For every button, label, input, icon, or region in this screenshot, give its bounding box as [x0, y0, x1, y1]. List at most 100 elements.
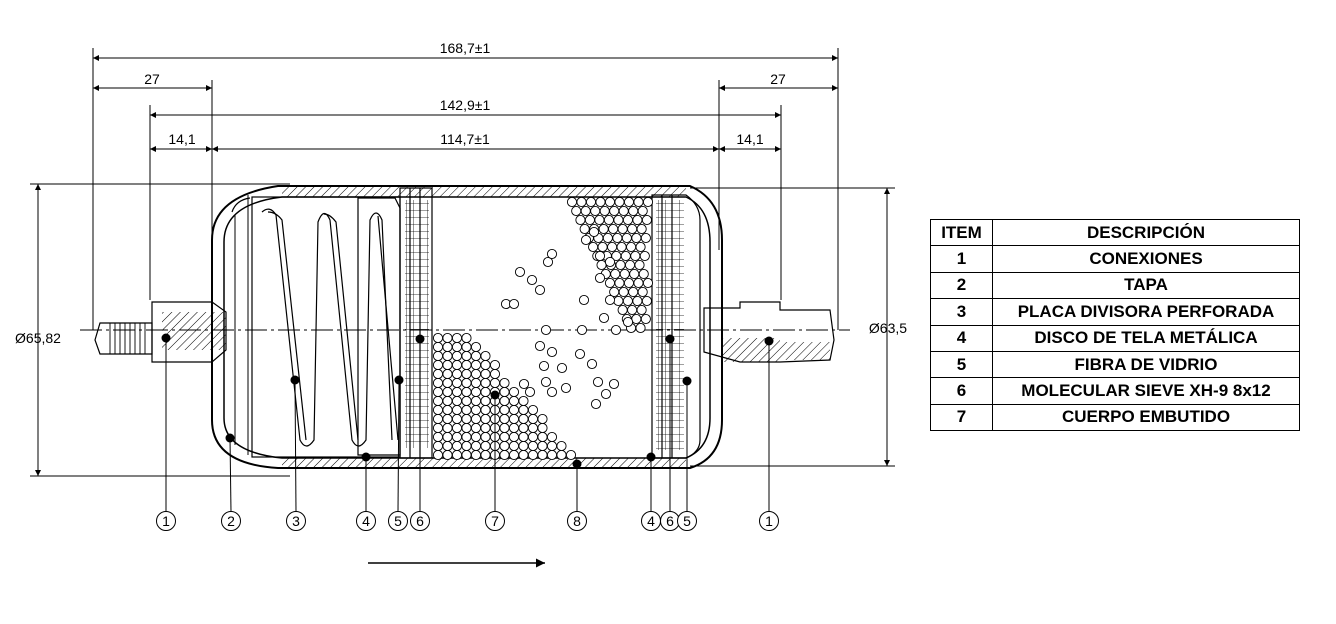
sieve-bead	[580, 234, 592, 246]
sieve-bead	[624, 259, 636, 271]
sieve-bead	[526, 274, 538, 286]
sieve-bead	[461, 395, 472, 407]
sieve-bead	[470, 350, 482, 362]
sieve-bead	[470, 341, 482, 353]
callout-circle	[759, 511, 779, 531]
sieve-bead	[451, 413, 463, 425]
dim-right-connection: 27	[770, 71, 786, 87]
sieve-bead	[635, 241, 646, 253]
sieve-bead	[578, 294, 590, 306]
sieve-bead	[580, 205, 591, 217]
leader-dot	[225, 433, 235, 443]
sieve-bead	[576, 196, 587, 208]
sieve-bead	[470, 377, 482, 389]
sieve-bead	[518, 378, 530, 390]
sieve-bead	[637, 205, 648, 217]
sieve-bead	[618, 205, 629, 217]
sieve-bead	[432, 359, 444, 371]
dim-right-offset: 14,1	[736, 131, 763, 147]
leader-dot	[665, 334, 675, 344]
sieve-bead	[585, 196, 597, 208]
sieve-bead	[627, 223, 638, 235]
sieve-bead	[574, 348, 586, 360]
sieve-bead	[480, 368, 491, 380]
row-desc: FIBRA DE VIDRIO	[992, 350, 1300, 379]
sieve-bead	[432, 431, 444, 443]
sieve-bead	[641, 295, 652, 307]
row-item: 2	[930, 271, 993, 300]
callout: 6	[660, 511, 680, 531]
sieve-bead	[432, 368, 444, 380]
sieve-bead	[461, 341, 472, 353]
sieve-bead	[518, 431, 529, 443]
sieve-bead	[620, 250, 631, 262]
sieve-bead	[432, 449, 444, 461]
sieve-bead	[603, 214, 614, 226]
sieve-bead	[432, 404, 444, 416]
sieve-bead	[508, 449, 520, 461]
callout-number: 6	[666, 513, 674, 529]
callout: 7	[485, 511, 505, 531]
sieve-bead	[571, 205, 582, 217]
sieve-bead	[518, 395, 529, 407]
sieve-bead	[451, 341, 463, 353]
sieve-bead	[576, 324, 588, 336]
sieve-bead	[623, 277, 635, 289]
sieve-bead	[461, 440, 472, 452]
sieve-bead	[442, 431, 453, 443]
sieve-bead	[461, 386, 472, 398]
sieve-bead	[590, 205, 601, 217]
sieve-bead	[626, 241, 637, 253]
sieve-bead	[499, 449, 510, 461]
sieve-bead	[499, 404, 510, 416]
sieve-bead	[442, 377, 453, 389]
spring-plate	[251, 196, 401, 458]
sieve-bead	[470, 431, 482, 443]
sieve-bead	[470, 413, 482, 425]
sieve-bead	[508, 395, 520, 407]
right-disc-pack	[651, 194, 701, 459]
sieve-bead	[621, 232, 632, 244]
sieve-bead	[451, 395, 463, 407]
callout: 3	[286, 511, 306, 531]
callout-number: 8	[573, 513, 581, 529]
sieve-bead	[461, 332, 472, 344]
leader-line	[229, 437, 232, 513]
leader-dot	[646, 452, 656, 462]
sieve-bead	[627, 304, 638, 316]
callout-circle	[485, 511, 505, 531]
sieve-bead	[442, 368, 453, 380]
callout-circle	[410, 511, 430, 531]
sieve-bead	[600, 388, 612, 400]
sieve-bead	[432, 377, 444, 389]
sieve-bead	[470, 386, 482, 398]
sieve-bead	[451, 449, 463, 461]
sieve-bead	[614, 277, 625, 289]
sieve-bead	[442, 440, 453, 452]
sieve-bead	[537, 440, 548, 452]
sieve-bead	[527, 413, 539, 425]
sieve-bead	[588, 226, 600, 238]
sieve-bead	[610, 268, 621, 280]
leader-line	[294, 379, 297, 513]
sieve-bead	[508, 386, 520, 398]
sieve-bead	[508, 298, 520, 310]
sieve-bead	[540, 376, 552, 388]
sieve-bead	[451, 350, 463, 362]
sieve-bead	[630, 250, 641, 262]
sieve-bead	[560, 382, 572, 394]
sieve-bead	[636, 304, 647, 316]
leader-dot	[682, 376, 692, 386]
sieve-bead	[546, 346, 558, 358]
row-desc: DISCO DE TELA METÁLICA	[992, 324, 1300, 352]
sieve-bead	[632, 214, 643, 226]
sieve-bead	[642, 196, 654, 208]
sieve-bead	[546, 248, 558, 260]
leader-dot	[394, 375, 404, 385]
sieve-bead	[638, 268, 649, 280]
sieve-bead	[556, 449, 567, 461]
